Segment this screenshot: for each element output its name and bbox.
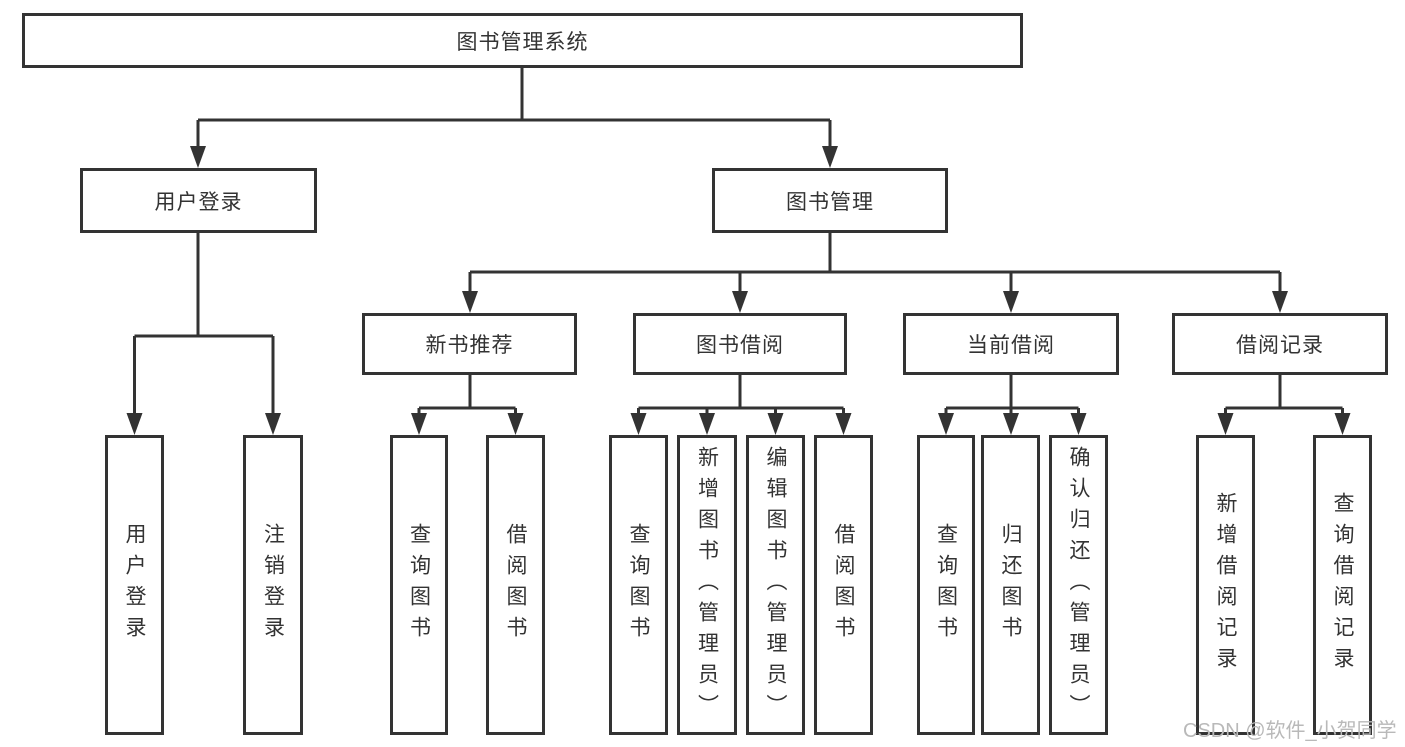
leaf-add-book-admin: 新增图书（管理员） [677, 435, 737, 735]
node-current-borrow: 当前借阅 [903, 313, 1119, 375]
node-book-management: 图书管理 [712, 168, 948, 233]
leaf-borrow-book: 借阅图书 [814, 435, 873, 735]
leaf-user-login: 用户登录 [105, 435, 164, 735]
node-user-login: 用户登录 [80, 168, 317, 233]
csdn-watermark: CSDN @软件_小贺同学 [1183, 720, 1397, 742]
leaf-query-books-recommend: 查询图书 [390, 435, 448, 735]
node-book-borrow: 图书借阅 [633, 313, 847, 375]
node-root-system: 图书管理系统 [22, 13, 1023, 68]
leaf-logout: 注销登录 [243, 435, 303, 735]
leaf-edit-book-admin: 编辑图书（管理员） [746, 435, 805, 735]
leaf-query-books-current: 查询图书 [917, 435, 975, 735]
node-borrow-records: 借阅记录 [1172, 313, 1388, 375]
leaf-query-borrow-record: 查询借阅记录 [1313, 435, 1372, 735]
leaf-add-borrow-record: 新增借阅记录 [1196, 435, 1255, 735]
leaf-query-books-borrow: 查询图书 [609, 435, 668, 735]
arrowheads [126, 146, 1351, 435]
leaf-borrow-books-recommend: 借阅图书 [486, 435, 545, 735]
leaf-confirm-return-admin: 确认归还（管理员） [1049, 435, 1108, 735]
node-new-book-recommend: 新书推荐 [362, 313, 577, 375]
leaf-return-book: 归还图书 [981, 435, 1040, 735]
